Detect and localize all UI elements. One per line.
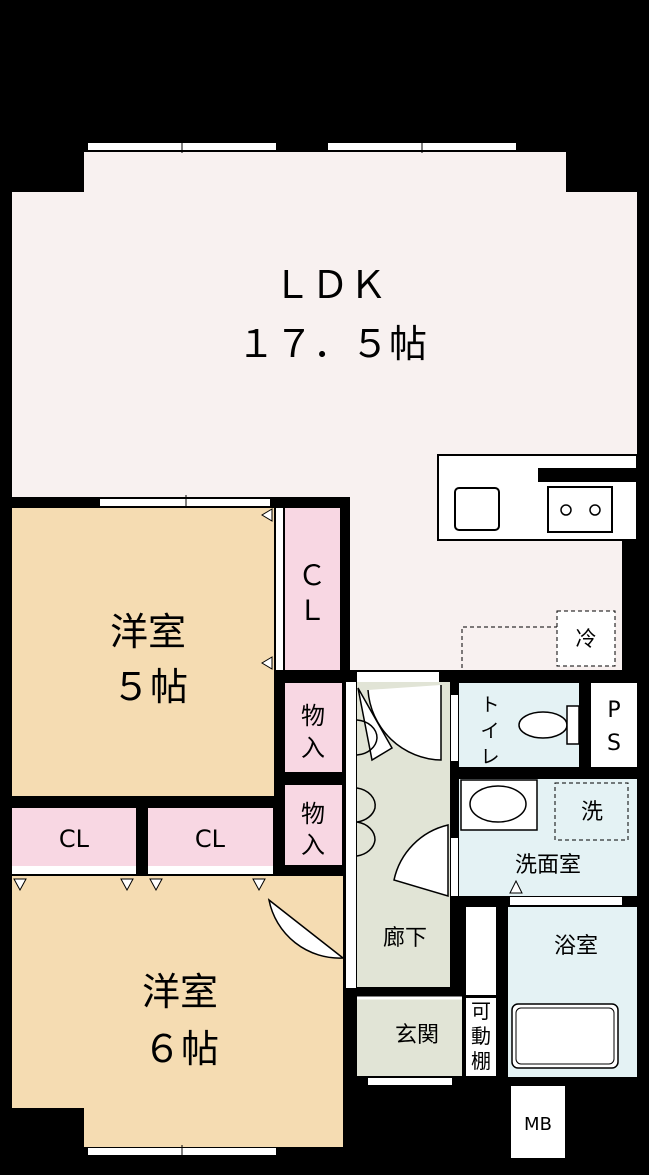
closet-vertical-label: Ｃ xyxy=(298,559,326,592)
burner-icon xyxy=(589,504,601,516)
bathroom-door-strip xyxy=(510,897,622,905)
closet-vertical-label: Ｌ xyxy=(298,594,326,627)
closet-door-strip xyxy=(12,866,136,874)
kitchen-counter-wall xyxy=(538,468,637,482)
door-swing xyxy=(367,685,442,761)
meter-box xyxy=(511,1086,565,1158)
western-room-6-size: ６帖 xyxy=(143,1027,219,1071)
corridor-strip xyxy=(466,907,496,995)
stove-icon xyxy=(547,486,613,533)
ldk-name: ＬＤＫ xyxy=(273,263,387,307)
door-marker-icon xyxy=(13,878,27,892)
entrance-door xyxy=(368,1078,452,1085)
washroom-label: 洗面室 xyxy=(515,853,581,878)
storage-upper xyxy=(285,683,342,772)
toilet-bowl-icon xyxy=(518,711,568,739)
bathtub-inner-icon xyxy=(515,1007,615,1065)
door-swing xyxy=(267,898,344,959)
bathtub-icon xyxy=(511,1003,619,1069)
window-room5 xyxy=(100,499,270,506)
closet-door-strip xyxy=(148,866,273,874)
pipe-space xyxy=(591,683,637,767)
western-room-5-name: 洋室 xyxy=(110,610,186,654)
corridor-label: 廊下 xyxy=(383,926,427,951)
closet-left-label: CL xyxy=(59,825,90,853)
toilet-label: レ xyxy=(480,746,499,768)
fridge-label: 冷 xyxy=(576,627,597,651)
closet-door-strip xyxy=(276,508,283,670)
door-marker-icon xyxy=(261,508,273,522)
washbasin-bowl-icon xyxy=(469,785,527,823)
washer-label: 洗 xyxy=(581,800,603,825)
door-marker-icon xyxy=(120,878,134,892)
closet-right-label: CL xyxy=(195,825,226,853)
mb-label: MB xyxy=(524,1114,552,1135)
door-marker-icon xyxy=(261,656,273,670)
storage-upper-label: 物 xyxy=(301,702,325,730)
closet-left xyxy=(12,808,136,866)
storage-lower-label: 物 xyxy=(301,800,325,828)
washroom-door-strip xyxy=(451,838,458,896)
corridor-opening xyxy=(357,672,439,682)
washer-space xyxy=(554,782,629,841)
western-room-5-floor xyxy=(12,508,274,796)
ps-label: S xyxy=(607,731,621,756)
burner-icon xyxy=(560,504,572,516)
door-marker-icon xyxy=(149,878,163,892)
closet-right xyxy=(148,808,273,866)
sink-icon xyxy=(454,487,500,531)
corridor-strip xyxy=(346,682,356,988)
door-swing xyxy=(393,824,449,898)
closet-vertical xyxy=(285,508,340,670)
ps-label: P xyxy=(607,698,620,723)
entrance-floor xyxy=(357,999,462,1076)
bathroom-label: 浴室 xyxy=(554,934,598,959)
toilet-door-strip xyxy=(451,695,458,761)
ldk-size: １７．５帖 xyxy=(237,322,427,366)
western-room-6-name: 洋室 xyxy=(142,970,218,1014)
door-marker-icon xyxy=(252,878,266,892)
fridge-box xyxy=(556,610,616,667)
storage-lower-label: 入 xyxy=(301,831,325,859)
entrance-label: 玄関 xyxy=(395,1023,439,1048)
shelf-label: 可 xyxy=(471,999,491,1023)
movable-shelf xyxy=(466,998,496,1076)
door-marker-icon xyxy=(509,879,523,894)
storage-upper-label: 入 xyxy=(301,734,325,762)
folding-door-icon xyxy=(356,719,378,756)
toilet-label: イ xyxy=(480,720,499,742)
storage-lower xyxy=(285,785,342,865)
shelf-label: 動 xyxy=(471,1024,491,1048)
folding-door-icon xyxy=(357,687,394,762)
shelf-label: 棚 xyxy=(471,1049,491,1073)
toilet-tank-icon xyxy=(566,705,580,745)
western-room-6-floor xyxy=(12,876,343,1147)
toilet-label: ト xyxy=(480,694,499,716)
folding-door-icon xyxy=(356,787,376,857)
western-room-5-size: ５帖 xyxy=(112,665,188,709)
